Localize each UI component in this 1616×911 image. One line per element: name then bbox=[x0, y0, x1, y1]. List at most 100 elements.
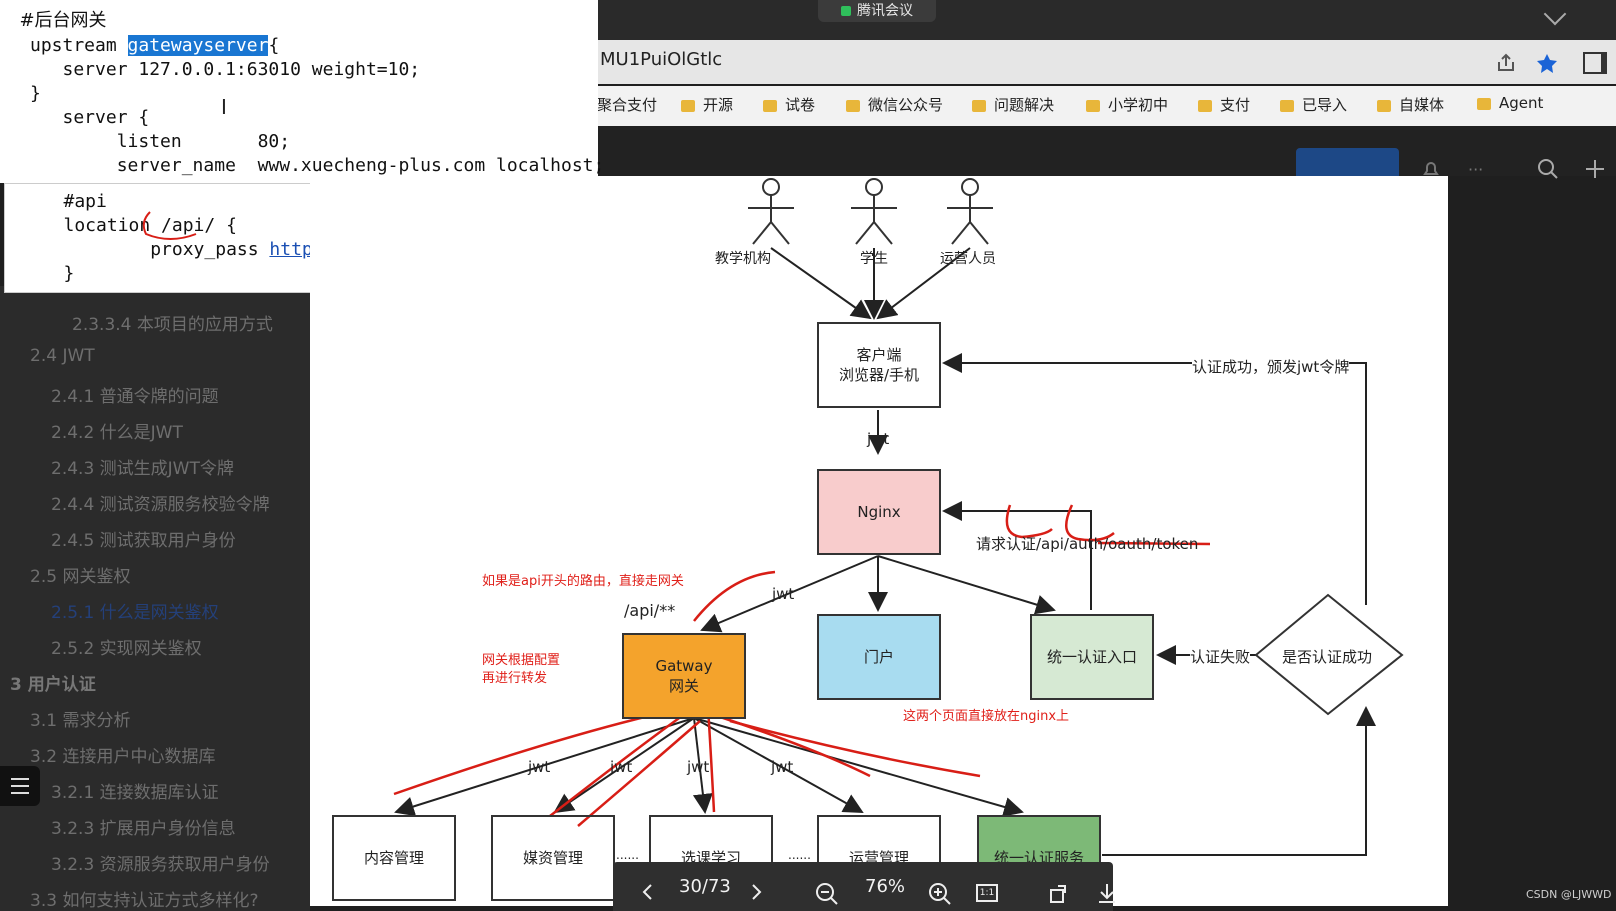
text-cursor-icon: I bbox=[221, 95, 227, 119]
note-nginx: 这两个页面直接放在nginx上 bbox=[903, 709, 1070, 724]
decision-label: 是否认证成功 bbox=[1282, 648, 1373, 666]
gateway-box: Gatway 网关 bbox=[622, 633, 746, 719]
doc-toolbar bbox=[580, 126, 1616, 176]
service-box: 媒资管理 bbox=[491, 815, 615, 901]
bookmark-item[interactable]: Agent bbox=[1477, 94, 1543, 112]
edge-label-jwt: jwt bbox=[610, 758, 633, 776]
address-text[interactable]: MU1PuiOlGtlc bbox=[600, 49, 723, 70]
code-line: } bbox=[30, 83, 41, 104]
note-api-route: 如果是api开头的路由，直接走网关 bbox=[482, 574, 684, 589]
toc-item[interactable]: 2.4 JWT bbox=[30, 346, 95, 366]
toc-item[interactable]: 3.2.1 连接数据库认证 bbox=[51, 783, 219, 803]
meeting-indicator[interactable]: 腾讯会议 bbox=[818, 0, 936, 22]
actor-label: 学生 bbox=[860, 251, 888, 267]
auth-entry-box: 统一认证入口 bbox=[1030, 614, 1154, 700]
toc-item[interactable]: 2.4.2 什么是JWT bbox=[51, 423, 183, 443]
toc-item[interactable]: 2.5 网关鉴权 bbox=[30, 567, 131, 587]
note-gateway: 网关根据配置 再进行转发 bbox=[482, 653, 561, 686]
search-icon[interactable] bbox=[1537, 158, 1559, 180]
toc-item[interactable]: 2.4.4 测试资源服务校验令牌 bbox=[51, 495, 270, 515]
toc-item-active[interactable]: 2.5.1 什么是网关鉴权 bbox=[51, 603, 219, 623]
edge-label-jwt: jwt bbox=[867, 430, 890, 448]
share-icon[interactable] bbox=[1495, 52, 1517, 74]
more-icon[interactable]: ··· bbox=[1468, 160, 1484, 179]
client-box: 客户端 浏览器/手机 bbox=[817, 322, 941, 408]
folder-icon bbox=[1280, 99, 1294, 112]
code-comment: #后台网关 bbox=[8, 10, 107, 31]
toc-item[interactable]: 3.1 需求分析 bbox=[30, 711, 131, 731]
bookmark-item[interactable]: 支付 bbox=[1198, 94, 1250, 115]
bookmark-item[interactable]: 微信公众号 bbox=[846, 94, 943, 115]
service-box: 内容管理 bbox=[332, 815, 456, 901]
download-icon[interactable] bbox=[1096, 882, 1118, 904]
edge-label-request-auth: 请求认证/api/auth/oauth/token bbox=[976, 535, 1199, 553]
portal-box: 门户 bbox=[817, 614, 941, 700]
edge-label-jwt: jwt bbox=[771, 758, 794, 776]
bookmark-item[interactable]: 已导入 bbox=[1280, 94, 1347, 115]
folder-icon bbox=[1086, 99, 1100, 112]
toc-item[interactable]: 2.4.3 测试生成JWT令牌 bbox=[51, 459, 234, 479]
zoom-out-icon[interactable] bbox=[815, 882, 839, 906]
next-page-icon[interactable] bbox=[748, 882, 764, 902]
code-panel-upstream: #后台网关 upstream gatewayserver{ server 127… bbox=[0, 0, 604, 183]
edge-label-jwt: jwt bbox=[528, 758, 551, 776]
folder-icon bbox=[681, 99, 695, 112]
code-line: server { bbox=[30, 107, 150, 128]
document-page: 教学机构 学生 运营人员 客户端 浏览器/手机 Nginx 门户 统一认证入口 … bbox=[310, 176, 1448, 906]
dots-label: ...... bbox=[616, 848, 639, 862]
toc-toggle-button[interactable] bbox=[0, 766, 40, 806]
edge-label-api-route: /api/** bbox=[624, 601, 676, 620]
bell-icon[interactable] bbox=[1420, 158, 1442, 180]
bookmark-item[interactable]: 试卷 bbox=[763, 94, 815, 115]
toc-item[interactable]: 2.3.3.4 本项目的应用方式 bbox=[72, 315, 273, 335]
toc-item[interactable]: 2.4.1 普通令牌的问题 bbox=[51, 387, 219, 407]
star-icon[interactable] bbox=[1536, 52, 1558, 74]
edge-label-jwt: jwt bbox=[772, 585, 795, 603]
toc-item[interactable]: 3.2.3 资源服务获取用户身份 bbox=[51, 855, 270, 875]
bookmark-item[interactable]: 聚合支付 bbox=[597, 96, 658, 114]
sidebar-toggle-icon[interactable] bbox=[1583, 52, 1607, 74]
toc-item[interactable]: 2.4.5 测试获取用户身份 bbox=[51, 531, 236, 551]
folder-icon bbox=[1377, 99, 1391, 112]
actual-size-icon[interactable]: 1:1 bbox=[976, 884, 998, 902]
code-line: } bbox=[31, 263, 75, 284]
folder-icon bbox=[1477, 97, 1491, 110]
watermark: CSDN @LJWWD bbox=[1526, 888, 1612, 901]
address-bar[interactable] bbox=[580, 40, 1616, 84]
meeting-title: 腾讯会议 bbox=[857, 3, 913, 19]
bookmark-item[interactable]: 小学初中 bbox=[1086, 94, 1168, 115]
folder-icon bbox=[1198, 99, 1212, 112]
code-line: upstream gatewayserver{ bbox=[30, 35, 280, 56]
signal-icon bbox=[841, 6, 851, 16]
edge-label-jwt: jwt bbox=[687, 758, 710, 776]
bookmark-item[interactable]: 开源 bbox=[681, 94, 733, 115]
bookmark-item[interactable]: 问题解决 bbox=[972, 94, 1054, 115]
code-line: location /api/ { bbox=[31, 215, 237, 236]
actor-label: 运营人员 bbox=[940, 251, 996, 267]
folder-icon bbox=[846, 99, 860, 112]
code-line: server 127.0.0.1:63010 weight=10; bbox=[30, 59, 421, 80]
zoom-level: 76% bbox=[865, 876, 906, 897]
toc-item[interactable]: 3.2.3 扩展用户身份信息 bbox=[51, 819, 236, 839]
selected-text: gatewayserver bbox=[127, 35, 269, 56]
edge-label-auth-success: 认证成功，颁发jwt令牌 bbox=[1192, 356, 1350, 377]
toc-item[interactable]: 3 用户认证 bbox=[10, 675, 96, 695]
toc-item[interactable]: 2.5.2 实现网关鉴权 bbox=[51, 639, 202, 659]
folder-icon bbox=[763, 99, 777, 112]
code-line: listen 80; bbox=[30, 131, 291, 152]
folder-icon bbox=[972, 99, 986, 112]
viewer-controls bbox=[613, 862, 1113, 911]
toc-item[interactable]: 3.3 如何支持认证方式多样化? bbox=[30, 891, 259, 911]
zoom-in-icon[interactable] bbox=[928, 882, 952, 906]
edge-label-auth-fail: 认证失败 bbox=[1190, 646, 1251, 667]
bookmark-item[interactable]: 自媒体 bbox=[1377, 94, 1444, 115]
add-icon[interactable] bbox=[1584, 158, 1606, 180]
page-indicator: 30/73 bbox=[679, 876, 731, 897]
rotate-icon[interactable] bbox=[1048, 882, 1070, 904]
prev-page-icon[interactable] bbox=[640, 882, 656, 902]
actor-label: 教学机构 bbox=[715, 251, 771, 267]
toc-sidebar bbox=[0, 286, 310, 911]
nginx-box: Nginx bbox=[817, 469, 941, 555]
toc-item[interactable]: 3.2 连接用户中心数据库 bbox=[30, 747, 216, 767]
code-line: #api bbox=[31, 191, 107, 212]
